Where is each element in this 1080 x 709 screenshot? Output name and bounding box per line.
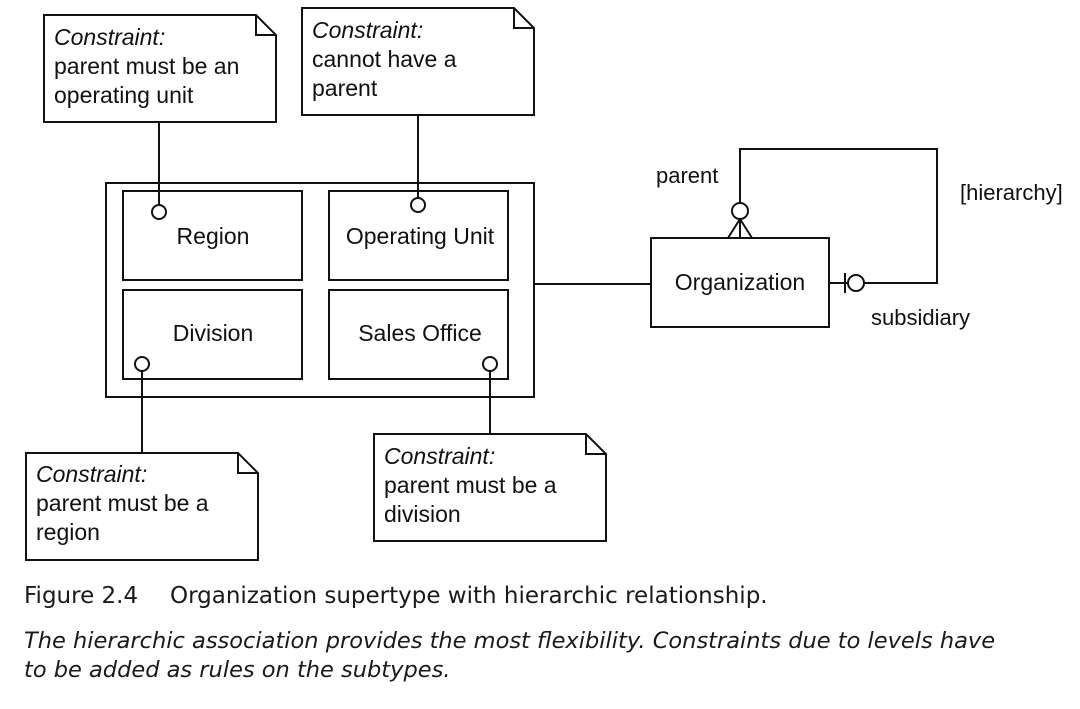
figure-caption-title: Figure 2.4 Organization supertype with hi… [24, 583, 768, 609]
sales-office-constraint-note [373, 433, 607, 542]
operating-unit-note-line: parent [312, 75, 378, 101]
organization-hierarchy-diagram: Region Operating Unit Division Sales Off… [25, 7, 1063, 561]
parent-role-label: parent [656, 163, 718, 188]
region-label: Region [177, 223, 250, 249]
caption-body-line: The hierarchic association provides the … [24, 628, 996, 654]
figure-number: Figure 2.4 [24, 583, 139, 609]
division-box [122, 289, 303, 380]
region-box [122, 190, 303, 281]
figure-caption-body: The hierarchic association provides the … [24, 627, 1064, 685]
sales-office-note-heading: Constraint: [384, 443, 495, 469]
parent-many-crowsfoot [739, 218, 753, 239]
operating-unit-note-heading: Constraint: [312, 17, 423, 43]
sales-office-note-line: division [384, 501, 461, 527]
parent-many-crowsfoot [727, 218, 741, 239]
region-note-line: operating unit [54, 82, 194, 108]
subsidiary-optional-marker [847, 274, 865, 292]
division-note-anchor [134, 356, 150, 372]
sales-office-note-line: parent must be a [384, 472, 557, 498]
region-note-heading: Constraint: [54, 24, 165, 50]
division-note-line: parent must be a [36, 490, 209, 516]
subsidiary-role-label: subsidiary [871, 305, 970, 330]
organization-supertype-frame [105, 182, 535, 398]
sales-office-note-anchor [482, 356, 498, 372]
organization-label: Organization [675, 269, 805, 295]
division-note-line: region [36, 519, 100, 545]
sales-office-box [328, 289, 509, 380]
division-constraint-note [25, 452, 259, 561]
operating-unit-note-anchor [410, 197, 426, 213]
figure-title: Organization supertype with hierarchic r… [170, 583, 768, 609]
region-constraint-note [43, 14, 277, 123]
operating-unit-note-line: cannot have a [312, 46, 457, 72]
hierarchy-relationship-label: [hierarchy] [960, 180, 1063, 205]
parent-optional-marker [731, 202, 749, 220]
caption-body-line: to be added as rules on the subtypes. [24, 657, 451, 683]
sales-office-label: Sales Office [358, 320, 482, 346]
division-label: Division [173, 320, 254, 346]
region-note-line: parent must be an [54, 53, 239, 79]
division-note-heading: Constraint: [36, 461, 147, 487]
hierarchy-relationship-line [739, 148, 938, 284]
operating-unit-label: Operating Unit [346, 223, 495, 249]
region-note-anchor [151, 204, 167, 220]
operating-unit-constraint-note [301, 7, 535, 116]
